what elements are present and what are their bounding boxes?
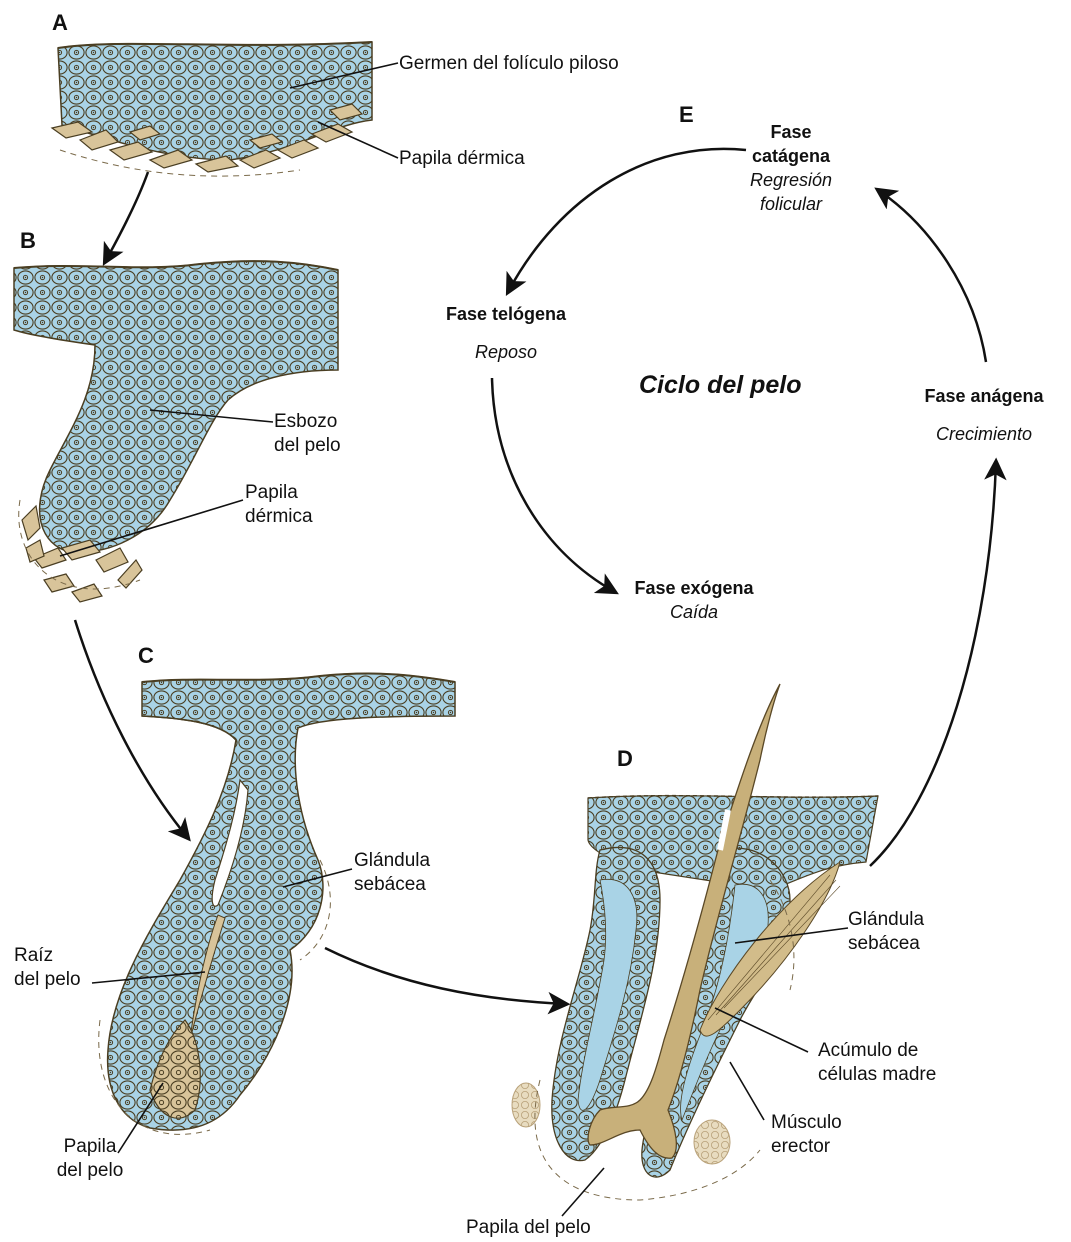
label-papila-d: Papila del pelo <box>466 1216 591 1240</box>
label-musculo-line-2: erector <box>771 1135 830 1159</box>
label-acumulo-line-1: Acúmulo de <box>818 1039 918 1063</box>
phase-telogena: Fase telógena Reposo <box>416 302 596 364</box>
label-glandula-c-line-1: Glándula <box>354 849 430 873</box>
label-raiz-line-2: del pelo <box>14 968 81 992</box>
label-raiz-line-1: Raíz <box>14 944 53 968</box>
label-papila-c-line-1: Papila <box>50 1135 130 1159</box>
label-germen: Germen del folículo piloso <box>399 52 619 76</box>
phase-telogena-desc: Reposo <box>416 340 596 364</box>
label-acumulo-line-2: células madre <box>818 1063 936 1087</box>
cycle-arrows <box>492 149 996 866</box>
label-musculo-line-1: Músculo <box>771 1111 842 1135</box>
panel-label-e: E <box>679 102 694 128</box>
label-papila-b-line-1: Papila <box>245 481 298 505</box>
arrow-catagena-to-telogena <box>508 149 746 292</box>
arrow-d-to-anagena <box>870 462 996 866</box>
arrow-b-to-c <box>75 620 188 838</box>
label-glandula-c-line-2: sebácea <box>354 873 426 897</box>
label-papila-dermica-a: Papila dérmica <box>399 147 525 171</box>
label-glandula-d-line-2: sebácea <box>848 932 920 956</box>
arrow-telogena-to-exogena <box>492 378 615 592</box>
label-papila-c-line-2: del pelo <box>50 1159 130 1183</box>
panel-label-d: D <box>617 746 633 772</box>
label-esbozo-line-2: del pelo <box>274 434 341 458</box>
label-papila-b-line-2: dérmica <box>245 505 313 529</box>
arrow-c-to-d <box>325 948 566 1004</box>
phase-catagena-desc-2: folicular <box>731 192 851 216</box>
panel-label-c: C <box>138 643 154 669</box>
phase-exogena-name: Fase exógena <box>604 576 784 600</box>
panel-a-illustration <box>52 42 372 176</box>
panel-label-b: B <box>20 228 36 254</box>
cycle-title: Ciclo del pelo <box>639 371 802 400</box>
phase-anagena: Fase anágena Crecimiento <box>894 384 1071 446</box>
panel-c-illustration <box>99 674 455 1135</box>
panel-label-a: A <box>52 10 68 36</box>
phase-catagena-name-2: catágena <box>731 144 851 168</box>
phase-catagena-name-1: Fase <box>731 120 851 144</box>
label-esbozo-line-1: Esbozo <box>274 410 337 434</box>
phase-anagena-desc: Crecimiento <box>894 422 1071 446</box>
phase-exogena-desc: Caída <box>604 600 784 624</box>
phase-anagena-name: Fase anágena <box>894 384 1071 408</box>
phase-catagena-desc-1: Regresión <box>731 168 851 192</box>
phase-exogena: Fase exógena Caída <box>604 576 784 624</box>
phase-catagena: Fase catágena Regresión folicular <box>731 120 851 216</box>
arrow-anagena-to-catagena <box>878 190 986 362</box>
label-glandula-d-line-1: Glándula <box>848 908 924 932</box>
phase-telogena-name: Fase telógena <box>416 302 596 326</box>
arrow-a-to-b <box>105 172 148 262</box>
